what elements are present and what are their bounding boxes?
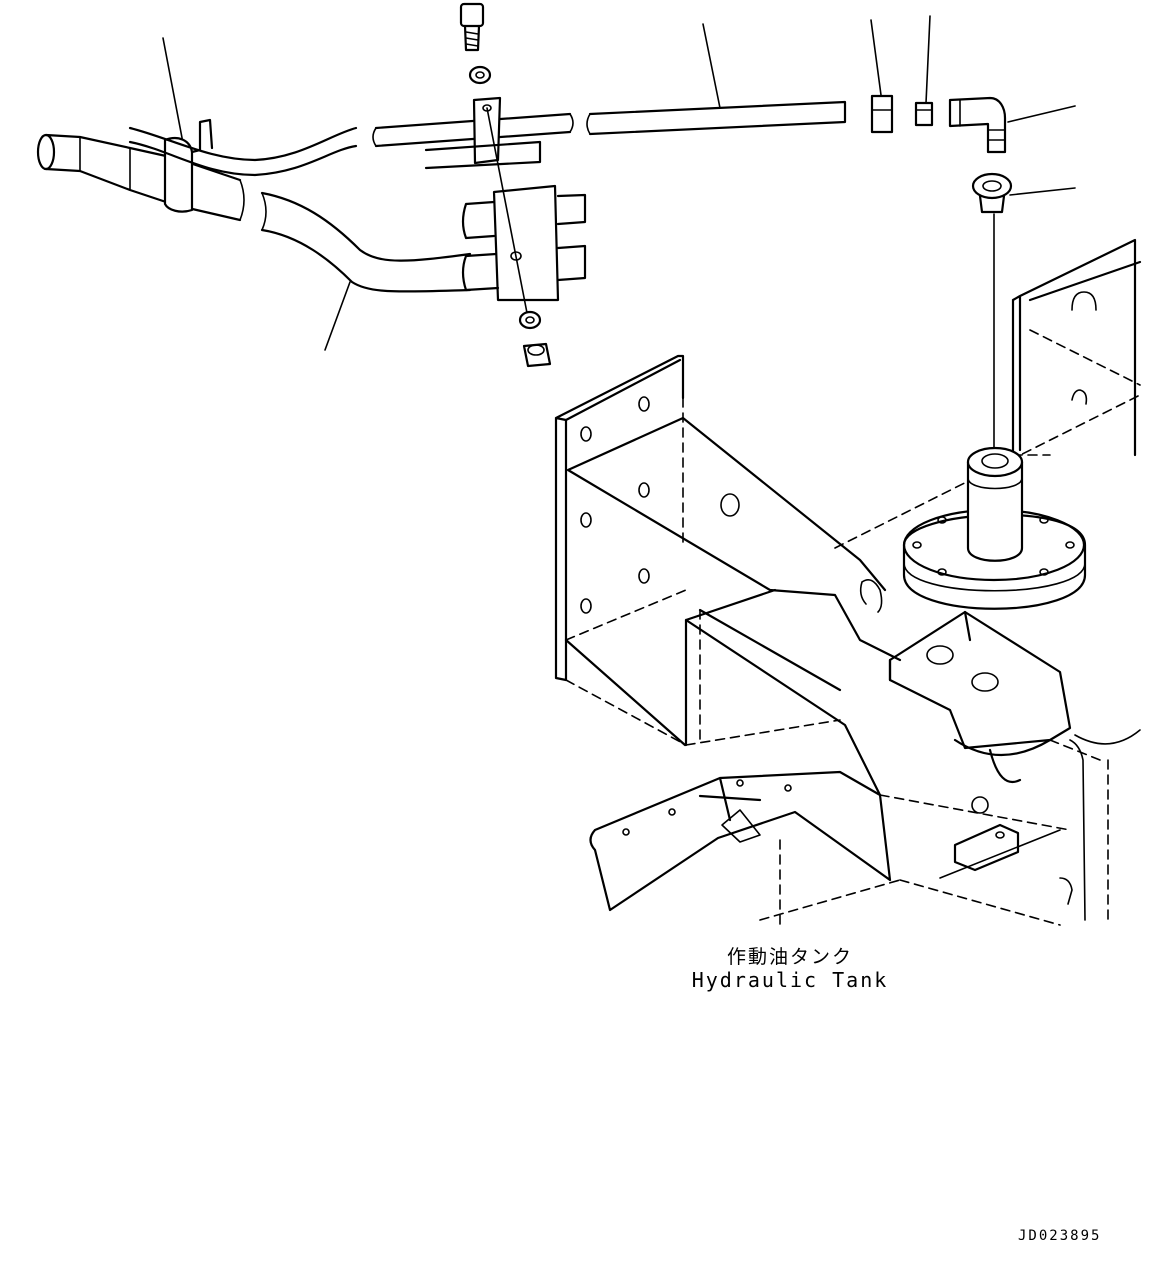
- frame-bracket: [589, 770, 892, 912]
- flange-bolt: [937, 516, 947, 524]
- frame-right-hook: [1071, 291, 1097, 311]
- frame-hole: [638, 482, 650, 498]
- nut-face: [527, 344, 545, 356]
- frame-boss: [971, 796, 989, 814]
- leader-breather-tube: [702, 23, 721, 109]
- hose-bend: [260, 191, 472, 293]
- fitting-1: [870, 94, 894, 134]
- breather-tube-left: [128, 126, 358, 177]
- frame-hole: [580, 426, 592, 442]
- clamp-block-left-top: [461, 200, 496, 240]
- hose-break: [239, 179, 267, 231]
- tank-mount-hole: [971, 672, 999, 692]
- leader-hose: [324, 281, 351, 351]
- hydraulic-tank-flange-mid: [903, 562, 1086, 592]
- frame-bracket-hole: [668, 808, 676, 816]
- hose: [36, 133, 472, 293]
- hose-ferrule: [79, 136, 131, 191]
- frame-hole: [638, 396, 650, 412]
- bolt: [459, 2, 485, 52]
- frame-beam-hook: [859, 579, 883, 613]
- breather-tube-mid: [374, 112, 572, 148]
- flange-bolt: [1039, 516, 1049, 524]
- grommet-neck: [978, 194, 1006, 214]
- elbow-rings: [959, 99, 1006, 141]
- bolt-thread: [465, 31, 479, 47]
- frame-cross: [564, 588, 882, 797]
- frame-hole: [580, 598, 592, 614]
- breather-tube: [372, 100, 847, 148]
- flange-bolt: [937, 568, 947, 576]
- hydraulic-tank: [902, 446, 1087, 610]
- elbow-body: [948, 96, 1007, 154]
- fitting-2: [914, 101, 934, 127]
- tank-mount-plate: [888, 610, 1072, 750]
- frame-right-plate: [1011, 238, 1142, 457]
- flange-bolt: [1065, 541, 1075, 549]
- hydraulic-tank-neck-top: [966, 446, 1024, 478]
- frame-bracket-hole: [736, 779, 744, 787]
- frame-hole: [638, 568, 650, 584]
- frame-beam-boss: [720, 493, 740, 517]
- frame-hole: [580, 512, 592, 528]
- fitting: [870, 94, 934, 134]
- bolt-head: [459, 2, 485, 28]
- frame-left-plate: [554, 354, 685, 682]
- hose-end: [36, 133, 56, 171]
- bolt-centerline: [486, 107, 529, 319]
- grommet: [971, 172, 1013, 451]
- frame-hidden-5: [1049, 739, 1109, 921]
- nut: [522, 342, 552, 368]
- hydraulic-tank-neck-bore: [981, 453, 1009, 469]
- breather-tube-right: [588, 100, 847, 136]
- hydraulic-tank-label-ja: 作動油タンク: [726, 946, 853, 968]
- drawing-number: JD023895: [1018, 1228, 1102, 1244]
- washer-lower: [518, 310, 542, 330]
- frame-beam: [566, 416, 902, 662]
- hydraulic-tank-label-en: Hydraulic Tank: [691, 968, 889, 992]
- frame-right-side: [1069, 729, 1141, 921]
- leader-fitting-2: [925, 15, 931, 104]
- frame-hidden-2: [565, 589, 841, 746]
- clamp-band-ring: [163, 136, 194, 213]
- washer-lower-hole: [525, 316, 535, 324]
- frame: [554, 238, 1142, 931]
- clamp-bracket: [424, 96, 587, 319]
- frame-block-edge: [939, 829, 1073, 905]
- clamp-block: [492, 184, 560, 302]
- tank-mount-edge: [888, 610, 972, 682]
- frame-bracket-hole: [622, 828, 630, 836]
- hydraulic-tank-neck-ring: [967, 477, 1023, 490]
- clamp-block-right: [556, 193, 587, 282]
- leader-clamp-band: [162, 37, 184, 144]
- frame-right-hook-2: [1071, 389, 1088, 405]
- elbow: [948, 96, 1007, 154]
- leader-grommet: [1009, 187, 1076, 196]
- tank-mount-cutout: [953, 738, 1052, 783]
- frame-bracket-cutout: [721, 809, 761, 843]
- clamp-band: [128, 118, 358, 213]
- washer-hole: [475, 71, 485, 79]
- leader-fitting-1: [870, 19, 882, 96]
- breather-tube-right-break: [586, 113, 591, 135]
- frame-bracket-hole: [784, 784, 792, 792]
- leader-elbow: [1007, 105, 1076, 123]
- flange-bolt: [1039, 568, 1049, 576]
- tank-mount-hole: [926, 645, 954, 665]
- clamp-bracket-arm: [424, 140, 542, 170]
- grommet-flange: [971, 172, 1013, 200]
- flange-bolt: [912, 541, 922, 549]
- clamp-block-left-bottom: [461, 252, 500, 292]
- leader-lines: [162, 15, 1076, 351]
- washer: [468, 65, 492, 85]
- frame-block: [953, 823, 1020, 872]
- breather-tube-mid-breaks: [372, 113, 574, 147]
- frame-hidden-3: [759, 794, 1071, 931]
- clamp-band-tab: [190, 118, 214, 154]
- grommet-hole: [982, 180, 1002, 192]
- frame-block-hole: [995, 831, 1005, 839]
